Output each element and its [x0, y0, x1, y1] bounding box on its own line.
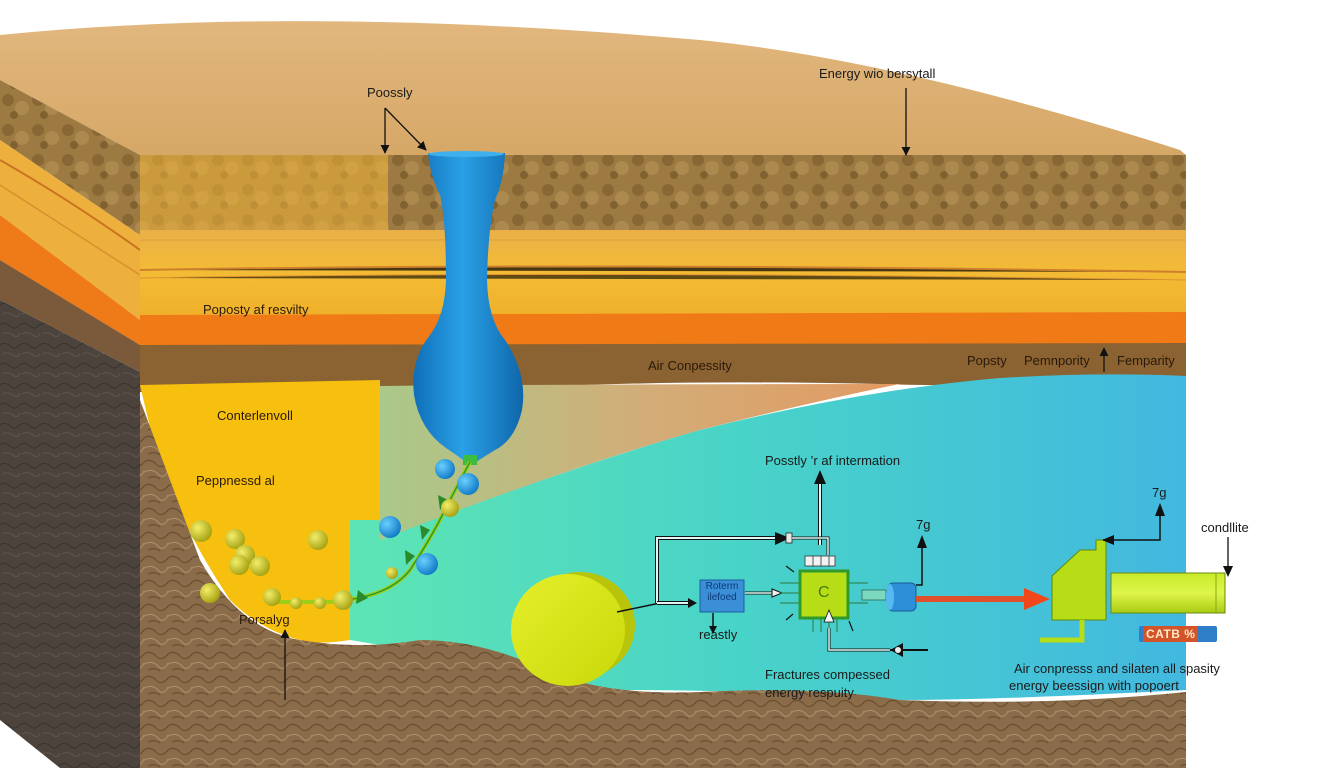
gold-particle [250, 556, 270, 576]
chip-letter: C [818, 584, 830, 601]
label-air-compessity: Air Conpessity [648, 358, 732, 373]
gold-particle [200, 583, 220, 603]
gold-particle [308, 530, 328, 550]
blue-valve[interactable] [886, 582, 917, 612]
label-tg-compressor: 7g [1152, 485, 1167, 500]
label-tg-valve: 7g [916, 517, 931, 532]
label-popsty: Popsty [967, 353, 1007, 368]
control-box[interactable] [699, 579, 745, 613]
yellow-storage-zone [140, 380, 380, 643]
air-bubble [435, 459, 455, 479]
label-poposty: Poposty af resvilty [203, 302, 309, 317]
control-box-label: Roterm ilefoed [701, 581, 743, 603]
label-fractures-1: Fractures compessed [765, 667, 890, 682]
front-orange-band [140, 312, 1186, 348]
air-bubble [457, 473, 479, 495]
left-orange-face [0, 215, 140, 345]
label-condlite: condllite [1201, 520, 1249, 535]
label-femparity: Femparity [1117, 353, 1175, 368]
gold-particle [190, 520, 212, 542]
label-reastly: reastly [699, 627, 738, 642]
label-porsalyg: Porsalyg [239, 612, 290, 627]
air-bubble [416, 553, 438, 575]
left-soil-face [0, 80, 140, 235]
bead-chain [263, 461, 472, 610]
status-badge: CATB % [1139, 626, 1217, 642]
label-contenenvoll: Conterlenvoll [217, 408, 293, 423]
control-box-line1: Roterm [705, 581, 739, 592]
label-poossly: Poossly [367, 85, 413, 100]
gold-particle [229, 555, 249, 575]
label-air-compress-1: Air conpresss and silaten all spasity [1014, 661, 1220, 676]
label-energy-top: Energy wio bersytall [819, 66, 936, 81]
blue-storage-vessel[interactable] [413, 153, 524, 462]
left-dark-rock [0, 300, 140, 768]
control-box-line2: ilefoed [707, 592, 737, 603]
label-fractures-2: energy respuity [765, 685, 854, 700]
annotation-arrows [280, 88, 1233, 700]
left-brown-face [0, 260, 140, 372]
label-pemnpority: Pemnpority [1024, 353, 1090, 368]
label-posstly-intermation: Posstly ’r af intermation [765, 453, 901, 468]
bottom-rock [140, 400, 1186, 768]
surface-sand [0, 21, 1186, 156]
label-peppnessd: Peppnessd al [196, 473, 275, 488]
badge-text: CATB % [1143, 626, 1199, 642]
front-brown-band [140, 343, 1186, 392]
control-wiring [616, 536, 775, 613]
label-air-compress-2: energy beessign with popoert [1009, 678, 1179, 693]
yellow-disc-turbine[interactable] [511, 572, 635, 686]
air-bubble [379, 516, 401, 538]
front-yellow-band [140, 230, 1186, 315]
gold-particle [225, 529, 245, 549]
red-air-pipe [916, 596, 1028, 602]
